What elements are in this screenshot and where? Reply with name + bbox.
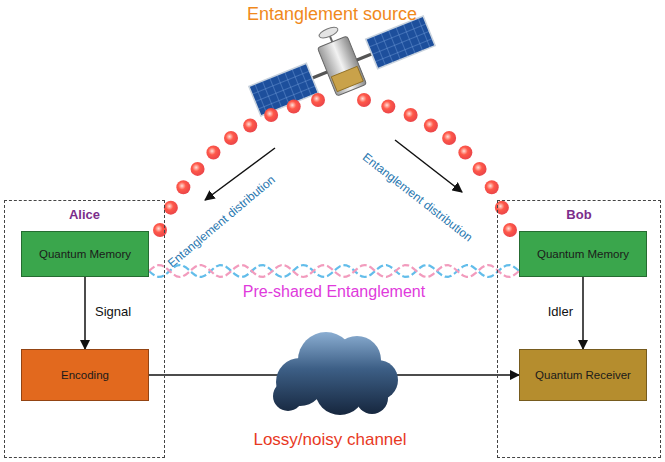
party-region: AliceQuantum MemoryEncoding [4,200,165,458]
photon-dot [473,162,487,176]
party-name: Bob [498,207,660,222]
channel-label: Lossy/noisy channel [253,430,406,450]
party-region: BobQuantum MemoryQuantum Receiver [497,200,661,458]
distribution-label: Entanglement distribution [359,151,474,245]
photon-dot [442,131,456,145]
photon-dot [243,119,257,133]
gold-foil [331,66,363,91]
receiver-box: Quantum Receiver [519,349,647,401]
photon-dot [503,223,517,237]
flow-arrow [85,277,86,349]
cloud-puff [273,381,303,411]
photon-dot [381,100,395,114]
distribution-label: Entanglement distribution [166,173,279,271]
arrow-line [84,277,86,349]
photon-dot [224,131,238,145]
photon-dot [485,180,499,194]
box-label: Encoding [61,369,109,381]
edge-label: Signal [95,305,131,320]
memory-box: Quantum Memory [519,231,647,277]
satellite [240,0,439,125]
photon-dot [206,145,220,159]
photon-dot [311,93,325,107]
photon-stream [153,93,517,237]
helix-strand [149,265,519,277]
box-label: Quantum Receiver [535,369,631,381]
photon-dot [458,145,472,159]
antenna-dish [318,25,340,40]
cloud-puff [315,365,365,415]
photon-dot [287,100,301,114]
flow-arrow [583,277,584,349]
encoder-box: Encoding [21,349,149,401]
cloud-puff [356,382,388,414]
helix-strand [149,265,519,277]
entanglement-label: Pre-shared Entanglement [243,283,425,301]
photon-dot [164,201,178,215]
satellite-body [317,36,366,96]
cloud [273,332,398,415]
box-label: Quantum Memory [39,248,131,260]
photon-dot [424,119,438,133]
photon-dot [404,108,418,122]
entanglement-link [149,265,519,277]
photon-dot [264,108,278,122]
source-title: Entanglement source [247,4,417,25]
photon-dot [191,162,205,176]
memory-box: Quantum Memory [21,231,149,277]
arrow-line [582,277,584,349]
box-label: Quantum Memory [537,248,629,260]
party-name: Alice [5,207,164,222]
edge-label: Idler [548,305,573,320]
photon-dot [176,180,190,194]
solar-panel [366,16,435,69]
photon-dot [357,93,371,107]
solar-panel [249,63,318,116]
